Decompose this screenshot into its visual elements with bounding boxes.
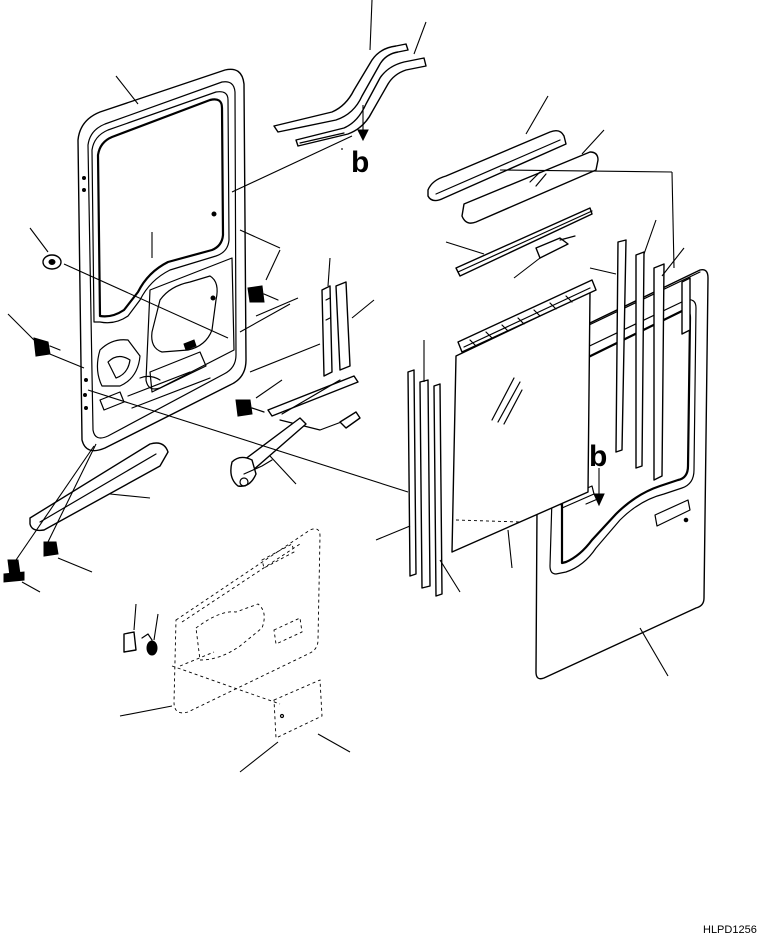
door-frame (77, 68, 247, 452)
washer (42, 254, 62, 270)
view-b-arrow-door: b (589, 440, 607, 507)
fasteners (3, 254, 279, 656)
leader-door-panel (639, 627, 669, 677)
nut-bottom (43, 541, 59, 557)
leader-lines (7, 0, 685, 773)
screw-bottom-left (3, 559, 25, 583)
view-b-label-door: b (589, 440, 607, 473)
inner-trim-panel (173, 528, 323, 739)
vertical-channels (407, 239, 691, 597)
upper-guide-rails (273, 43, 427, 147)
view-b-label-top: b (351, 146, 369, 179)
grommet (146, 640, 158, 656)
bolt-middle (235, 399, 265, 417)
view-b-arrow-top: b (351, 105, 369, 179)
drawing-code: HLPD1256 (703, 924, 757, 935)
upper-glass-seals (427, 129, 599, 277)
lower-seal-strip (29, 442, 169, 532)
door-glass (451, 279, 597, 553)
clip-small (123, 631, 153, 653)
bolt-upper-right (247, 285, 279, 303)
assembly-lines (15, 135, 675, 705)
